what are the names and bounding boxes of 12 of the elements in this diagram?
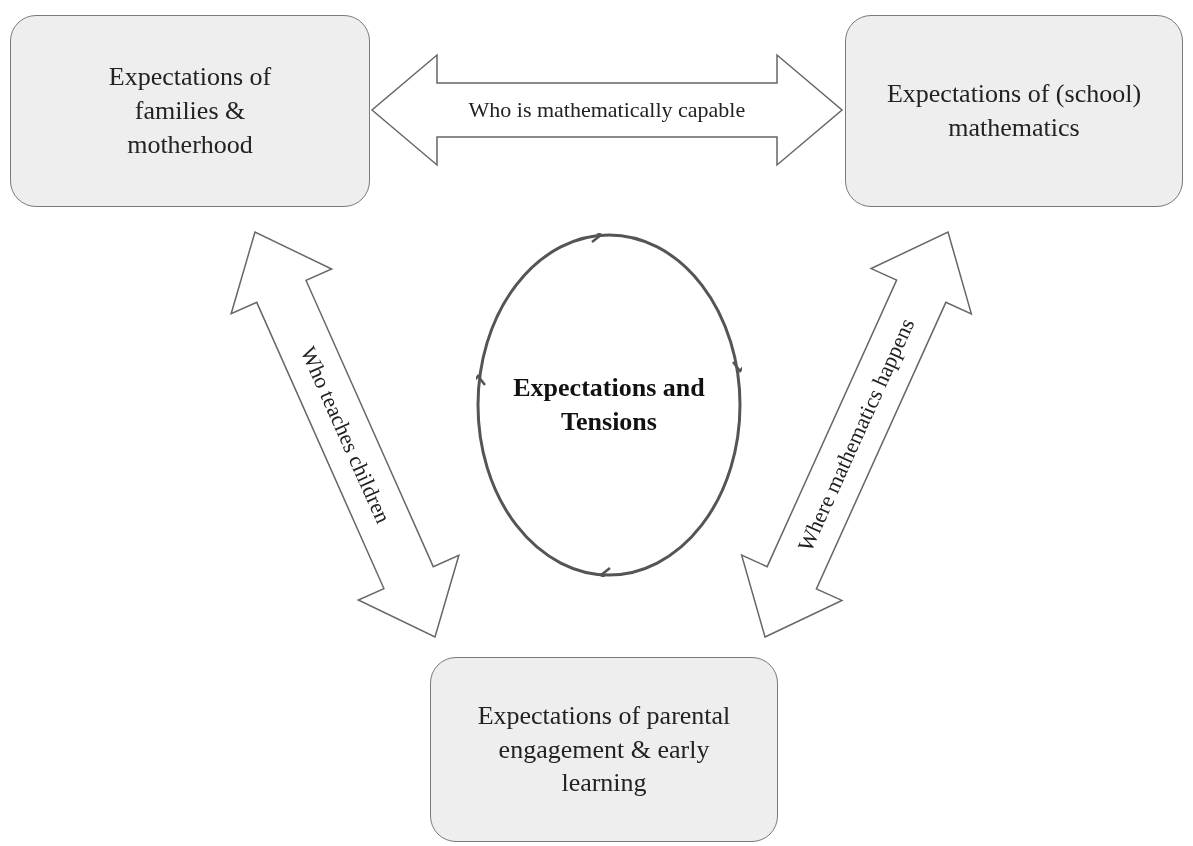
box-label: Expectations of parental engagement & early learning	[476, 699, 732, 800]
edge-label: Who is mathematically capable	[468, 97, 746, 123]
double-block-arrow	[229, 230, 461, 639]
double-block-arrow	[370, 53, 844, 167]
box-label: Expectations of (school) mathematics	[885, 78, 1143, 144]
center-title: Expectations and Tensions	[512, 372, 706, 438]
double-block-arrow	[740, 230, 973, 639]
rounded-box	[10, 15, 370, 207]
edge-label: Who teaches children	[294, 342, 396, 527]
box-label: Expectations of families & motherhood	[107, 61, 273, 161]
rounded-box	[845, 15, 1183, 207]
rounded-box	[430, 657, 778, 842]
